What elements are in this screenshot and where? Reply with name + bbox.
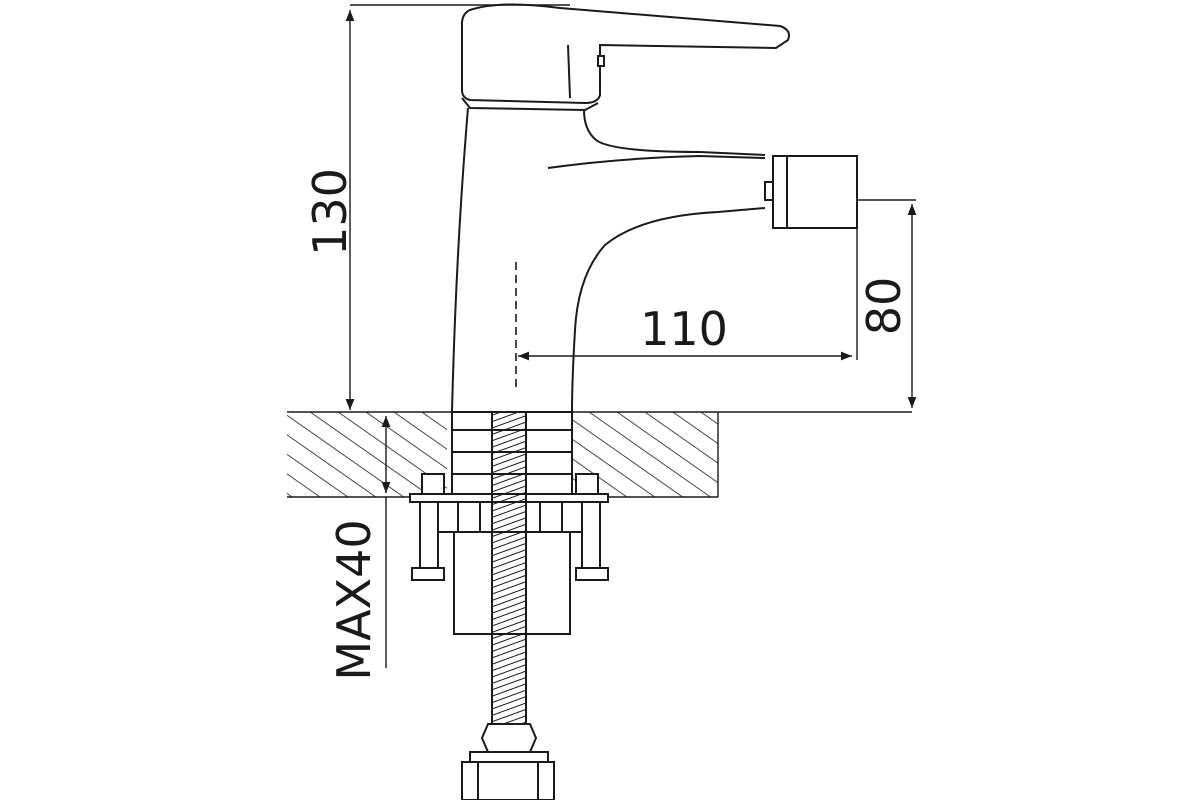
dim-label-max40: MAX40	[327, 519, 381, 680]
dim-label-80: 80	[857, 277, 911, 336]
body-left-edge	[451, 107, 469, 413]
threaded-rod	[491, 411, 527, 725]
countertop-section	[287, 411, 912, 498]
dim-label-130: 130	[303, 168, 357, 256]
mounting-hardware	[409, 411, 609, 800]
dimension-max40: MAX40	[327, 416, 391, 681]
faucet-body	[451, 3, 858, 413]
dimension-height-130: 130	[303, 4, 570, 410]
countertop-left-hatch	[287, 412, 447, 497]
lever-handle	[461, 3, 790, 105]
dim-label-110: 110	[640, 302, 728, 356]
spray-head	[772, 155, 858, 229]
spout-bottom	[571, 207, 766, 413]
body-right-edge	[583, 109, 766, 156]
left-stud	[419, 501, 439, 569]
dimension-height-80: 80	[857, 199, 917, 408]
hose-connector-nut	[461, 761, 555, 800]
aerator-ring	[764, 181, 774, 201]
spout-top	[547, 154, 766, 169]
dimension-reach-110: 110	[518, 228, 858, 361]
right-stud	[581, 501, 601, 569]
